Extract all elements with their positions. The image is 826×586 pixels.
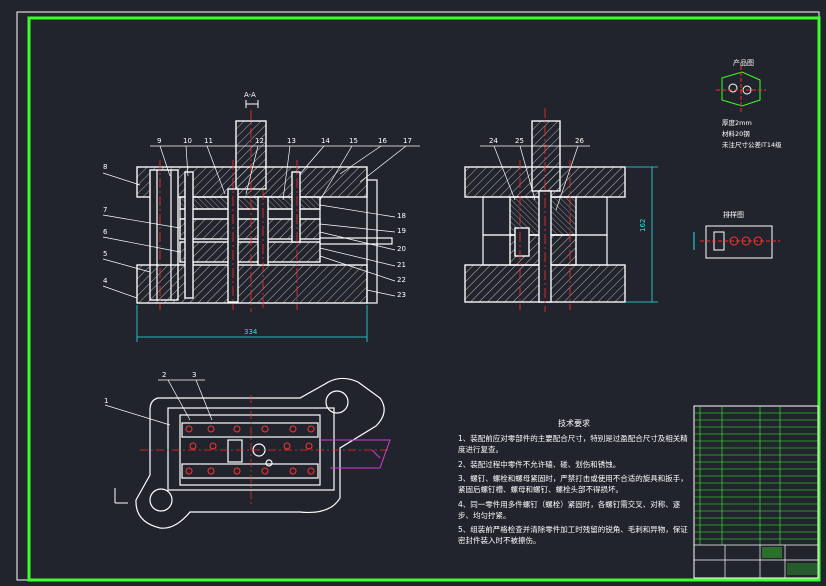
side-height-dimension (625, 166, 658, 303)
requirement-item: 3、螺钉、螺栓和螺母紧固时，严禁打击或使用不合适的旋具和扳手，紧固后螺钉槽、螺母… (458, 474, 688, 494)
callout-1: 1 (104, 397, 109, 405)
product-sketch (716, 66, 766, 112)
callout-21: 21 (397, 261, 406, 269)
front-centerlines (159, 110, 298, 312)
callout-7: 7 (103, 206, 108, 214)
front-leaders-left (102, 172, 181, 299)
callout-19: 19 (397, 227, 406, 235)
callout-16: 16 (378, 137, 387, 145)
strip-outline (320, 439, 391, 469)
front-width-dimension (136, 305, 368, 342)
callout-15: 15 (349, 137, 358, 145)
callout-2: 2 (162, 371, 167, 379)
strip-title: 排样图 (723, 211, 744, 219)
front-section-view (136, 120, 393, 304)
section-mark (245, 100, 259, 108)
callout-3: 3 (192, 371, 197, 379)
callout-6: 6 (103, 228, 108, 236)
callout-14: 14 (321, 137, 330, 145)
requirement-item: 5、组装前严格检查并清除零件加工时残留的锐角、毛刺和异物，保证密封件装入时不被擦… (458, 525, 688, 545)
plan-leaders (104, 379, 213, 426)
side-leaders (480, 145, 590, 211)
requirement-item: 1、装配前应对零部件的主要配合尺寸，特别是过盈配合尺寸及相关精度进行复查。 (458, 434, 688, 454)
callout-10: 10 (183, 137, 192, 145)
requirement-item: 4、同一零件用多件螺钉（螺栓）紧固时，各螺钉需交叉、对称、逐步、均匀拧紧。 (458, 499, 681, 520)
callout-9: 9 (157, 137, 162, 145)
callout-22: 22 (397, 276, 406, 284)
callout-5: 5 (103, 250, 108, 258)
height-dimension-text: 162 (639, 218, 647, 232)
callout-25: 25 (515, 137, 524, 145)
requirement-item: 2、装配过程中零件不允许磕、碰、划伤和锈蚀。 (458, 459, 621, 469)
technical-requirements: 技术要求 1、装配前应对零部件的主要配合尺寸，特别是过盈配合尺寸及相关精度进行复… (458, 418, 690, 550)
product-title: 产品图 (733, 59, 754, 67)
callout-13: 13 (287, 137, 296, 145)
callout-17: 17 (403, 137, 412, 145)
plan-view (135, 377, 385, 529)
callout-12: 12 (255, 137, 264, 145)
title-block (693, 405, 819, 579)
plan-centerlines (140, 395, 390, 505)
section-mark-label: A-A (244, 91, 256, 99)
callout-4: 4 (103, 277, 108, 285)
front-leaders-right (319, 204, 396, 297)
product-note-3: 未注尺寸公差IT14级 (722, 141, 782, 149)
product-note-2: 材料20钢 (722, 130, 750, 138)
callout-11: 11 (204, 137, 213, 145)
callout-8: 8 (103, 163, 108, 171)
callout-18: 18 (397, 212, 406, 220)
callout-20: 20 (397, 245, 406, 253)
callout-26: 26 (575, 137, 584, 145)
width-dimension-text: 334 (244, 328, 258, 336)
side-centerlines (519, 108, 571, 312)
green-border (27, 16, 821, 582)
callout-23: 23 (397, 291, 406, 299)
callout-24: 24 (489, 137, 498, 145)
technical-requirements-title: 技术要求 (558, 419, 590, 428)
product-note-1: 厚度2mm (722, 119, 752, 127)
front-leaders-top (150, 145, 420, 201)
plan-holes (185, 425, 315, 475)
plan-axis-mark (114, 488, 128, 504)
strip-layout (693, 225, 780, 259)
